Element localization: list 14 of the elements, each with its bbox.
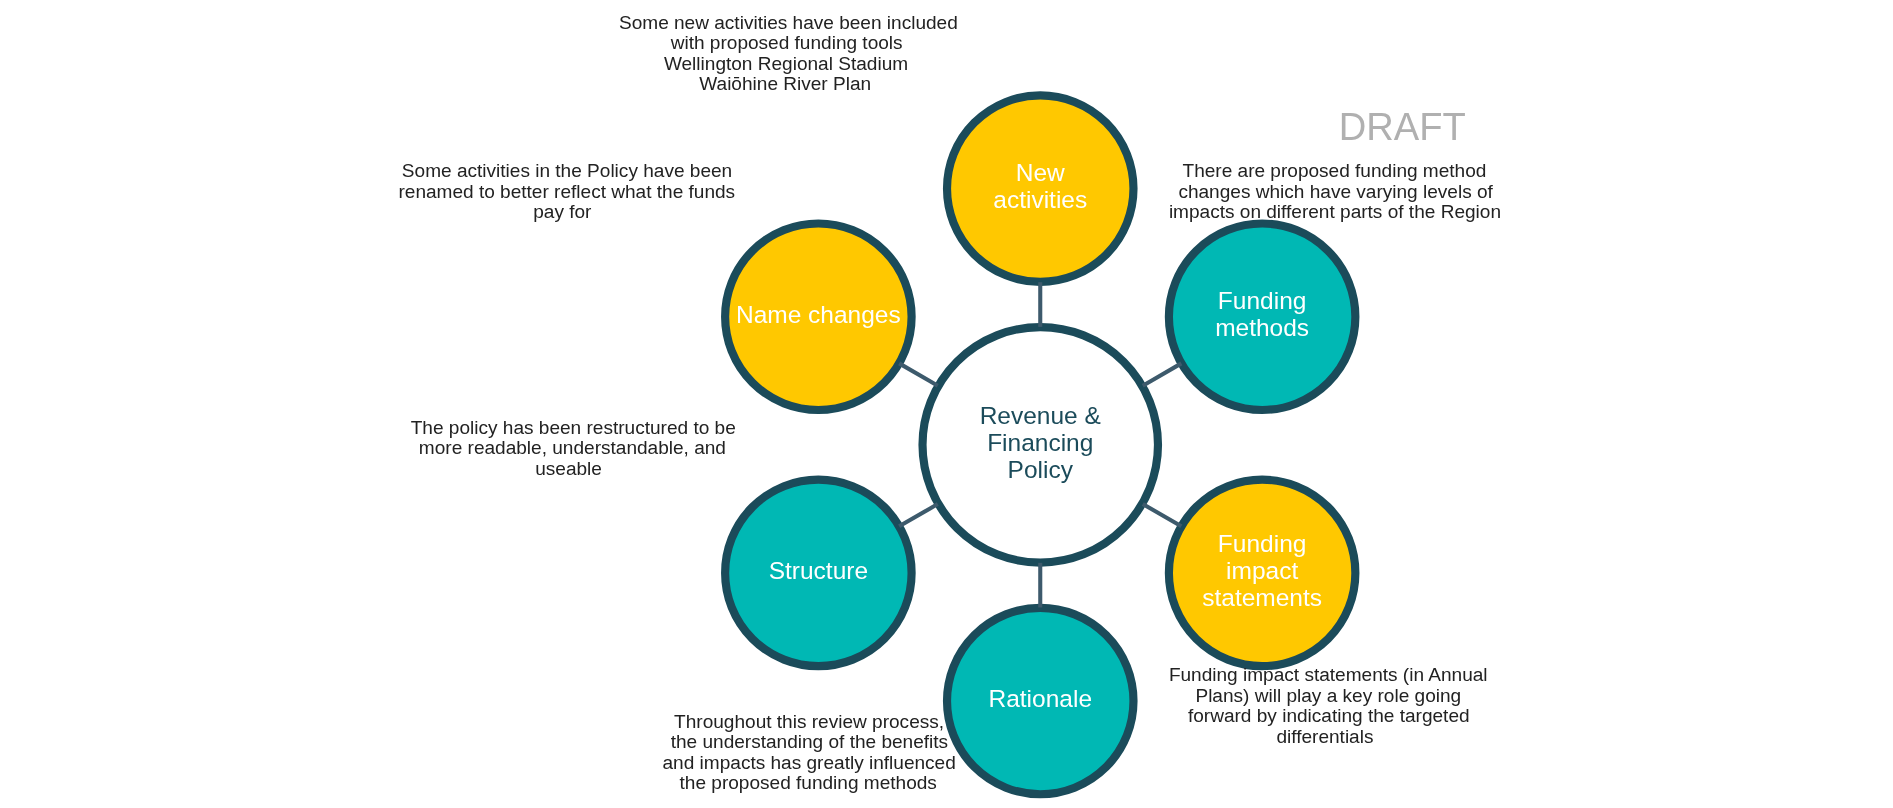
connector bbox=[897, 361, 939, 388]
node-label: Wellington Regional Stadium bbox=[663, 52, 908, 74]
connector bbox=[1141, 361, 1182, 388]
connector bbox=[1141, 502, 1182, 529]
node-circle: Structure bbox=[720, 475, 916, 671]
node-circle: Revenue & Financing Policy bbox=[917, 323, 1162, 567]
label: DRAFT bbox=[1338, 105, 1466, 148]
node-label: Some new activities have been included with proposed funding tools bbox=[618, 11, 958, 54]
connector bbox=[1037, 562, 1042, 608]
node-circle: New activities bbox=[942, 91, 1138, 286]
connector bbox=[1037, 282, 1042, 327]
node-label: Waiōhine River Plan bbox=[698, 73, 871, 95]
connector bbox=[897, 502, 939, 529]
node-circle: Name changes bbox=[720, 219, 916, 415]
